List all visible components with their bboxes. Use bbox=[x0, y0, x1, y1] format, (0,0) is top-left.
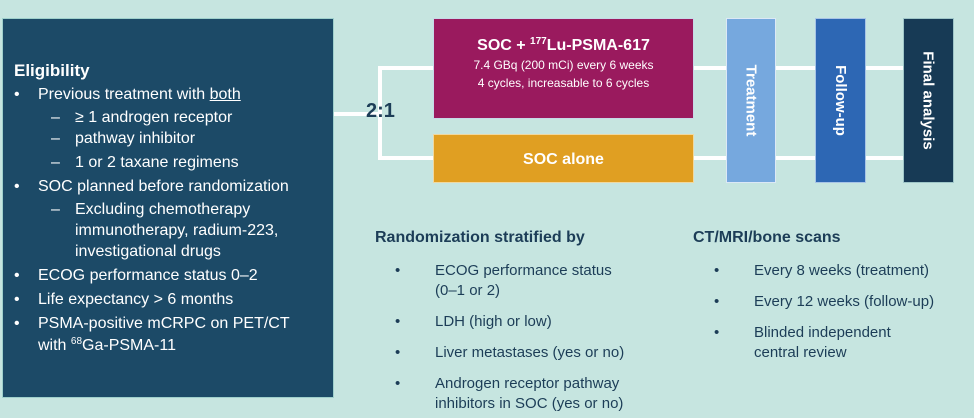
strat-item-line2: (0–1 or 2) bbox=[435, 282, 501, 299]
imaging-item-line2: central review bbox=[754, 344, 847, 361]
connector-to-control bbox=[378, 156, 434, 160]
phase-final-analysis-label: Final analysis bbox=[920, 51, 938, 150]
bullet: • bbox=[714, 293, 720, 310]
eligibility-panel: Eligibility Previous treatment with both… bbox=[2, 18, 334, 398]
randomization-ratio: 2:1 bbox=[366, 100, 395, 122]
connector-vertical bbox=[378, 66, 382, 160]
life-expectancy-text: Life expectancy > 6 months bbox=[38, 291, 234, 308]
strat-item-line1: Androgen receptor pathway bbox=[435, 375, 620, 392]
excluding-line2: immunotherapy, radium-223, bbox=[75, 222, 279, 239]
strat-item-line1: LDH (high or low) bbox=[435, 313, 552, 330]
phase-treatment: Treatment bbox=[726, 18, 776, 183]
ar-inhibitor-line2: pathway inhibitor bbox=[75, 130, 196, 147]
stratification-title: Randomization stratified by bbox=[375, 229, 585, 246]
arm-experimental-title-prefix: SOC + bbox=[477, 37, 531, 54]
bullet: • bbox=[395, 344, 401, 361]
taxane-text: 1 or 2 taxane regimens bbox=[75, 154, 239, 171]
arm-experimental-title-sup: 177 bbox=[530, 36, 547, 47]
previous-treatment-text: Previous treatment with bbox=[38, 86, 210, 103]
soc-planned-text: SOC planned before randomization bbox=[38, 178, 289, 195]
imaging-item-line1: Blinded independent bbox=[754, 324, 891, 341]
psma-line2-prefix: with bbox=[38, 337, 71, 354]
bullet: • bbox=[395, 313, 401, 330]
arm-experimental-title: SOC + 177Lu-PSMA-617 bbox=[434, 37, 693, 55]
strat-item-line2: inhibitors in SOC (yes or no) bbox=[435, 395, 624, 412]
imaging-item-line1: Every 12 weeks (follow-up) bbox=[754, 293, 935, 310]
strat-item-line1: ECOG performance status bbox=[435, 262, 612, 279]
bullet: • bbox=[395, 375, 401, 392]
strat-item-line1: Liver metastases (yes or no) bbox=[435, 344, 625, 361]
connector-to-experimental bbox=[378, 66, 434, 70]
previous-treatment-emphasis: both bbox=[209, 86, 241, 103]
connector-phases-bottom bbox=[694, 156, 904, 160]
imaging-title: CT/MRI/bone scans bbox=[693, 229, 841, 246]
ecog-text: ECOG performance status 0–2 bbox=[38, 267, 258, 284]
psma-line2-sup: 68 bbox=[70, 336, 83, 347]
phase-follow-up-label: Follow-up bbox=[832, 65, 849, 136]
psma-line2-suffix: Ga-PSMA-11 bbox=[82, 337, 176, 354]
phase-follow-up: Follow-up bbox=[815, 18, 866, 183]
psma-line1: PSMA-positive mCRPC on PET/CT bbox=[38, 315, 290, 332]
connector-phases-top bbox=[694, 66, 904, 70]
arm-experimental-cycles: 4 cycles, increasable to 6 cycles bbox=[477, 76, 650, 90]
psma-line2: with 68Ga-PSMA-11 bbox=[38, 335, 176, 356]
imaging-item-line1: Every 8 weeks (treatment) bbox=[754, 262, 930, 279]
ar-inhibitor-line1: ≥ 1 androgen receptor bbox=[75, 109, 233, 126]
arm-control: SOC alone bbox=[433, 134, 694, 183]
bullet: • bbox=[714, 262, 720, 279]
arm-experimental-title-suffix: Lu-PSMA-617 bbox=[546, 37, 650, 54]
phase-final-analysis: Final analysis bbox=[903, 18, 954, 183]
excluding-line3: investigational drugs bbox=[75, 243, 221, 260]
excluding-line1: Excluding chemotherapy bbox=[75, 201, 251, 218]
bullet: • bbox=[395, 262, 401, 279]
arm-experimental-dose: 7.4 GBq (200 mCi) every 6 weeks bbox=[473, 58, 654, 72]
eligibility-title: Eligibility bbox=[14, 61, 90, 80]
phase-treatment-label: Treatment bbox=[742, 64, 760, 137]
arm-experimental: SOC + 177Lu-PSMA-617 7.4 GBq (200 mCi) e… bbox=[433, 18, 694, 119]
bullet: • bbox=[714, 324, 720, 341]
connector-horizontal bbox=[334, 112, 380, 116]
